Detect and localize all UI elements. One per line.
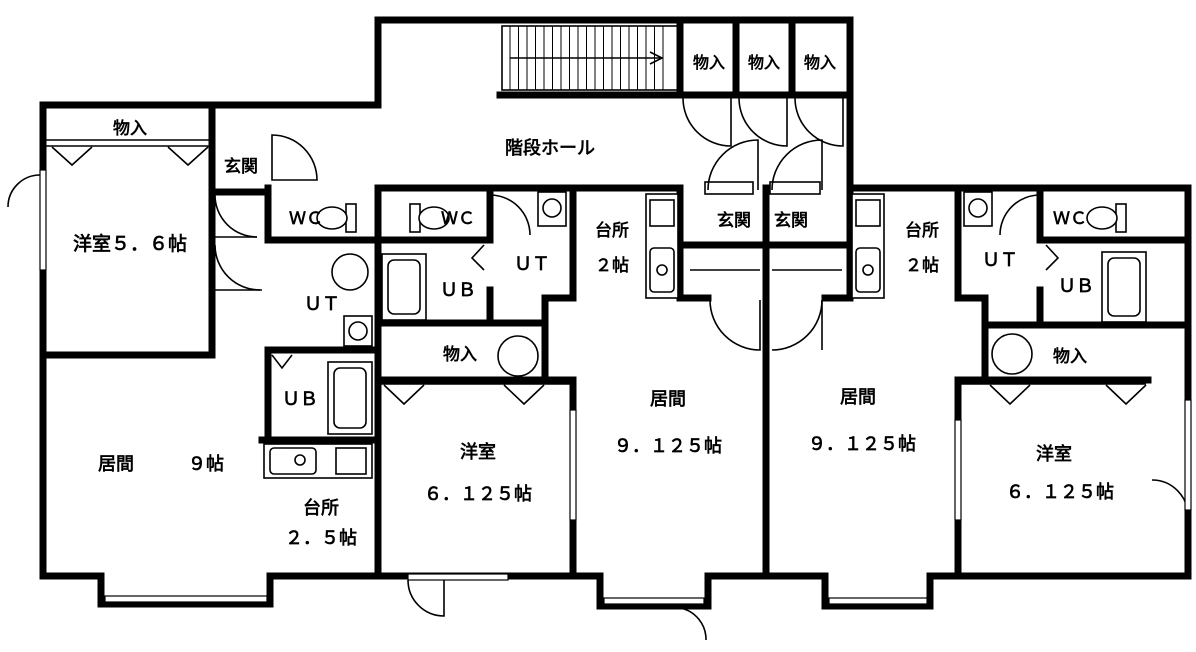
living-mid-right-label: 居間	[840, 387, 876, 408]
fixtures	[263, 191, 1147, 479]
ub-mid-left-label: ＵＢ	[440, 280, 476, 301]
windows	[39, 169, 1192, 605]
store-top-3-label: 物入	[804, 53, 836, 72]
toilet-left	[316, 203, 357, 233]
living-left-label: 居間	[98, 454, 134, 475]
kitchen-mid-right-label: 台所	[905, 220, 939, 241]
doors	[7, 97, 1189, 641]
living-left-size: ９帖	[188, 453, 224, 475]
room-labels: 物入 洋室５．６帖 玄関 ＷＣ ＵＴ ＵＢ 居間 ９帖 台所 ２．５帖 階段ホー…	[73, 53, 1114, 549]
entry-left-label: 玄関	[224, 156, 258, 177]
store-top-2-label: 物入	[748, 53, 780, 72]
western-right-size: ６．１２５帖	[1006, 481, 1114, 503]
ub-mid-right-label: ＵＢ	[1058, 276, 1094, 297]
ut-mid-left-label: ＵＴ	[514, 254, 550, 275]
living-mid-left-label: 居間	[650, 389, 686, 410]
wc-mid-left-label: ＷＣ	[441, 209, 475, 229]
entry-mid-right-label: 玄関	[774, 210, 808, 231]
wc-left-label: ＷＣ	[289, 209, 323, 229]
closet-lines	[45, 139, 1147, 406]
entry-mid-left-label: 玄関	[717, 210, 751, 231]
ut-left-label: ＵＴ	[304, 294, 340, 315]
ub-left-label: ＵＢ	[282, 389, 318, 410]
western-left-label: 洋室５．６帖	[73, 232, 187, 255]
toilet-mid-left	[409, 203, 450, 233]
kitchen-mid-right-size: ２帖	[905, 255, 939, 276]
kitchen-mid-left-label: 台所	[595, 220, 629, 241]
stairs	[501, 25, 679, 91]
toilet-mid-right	[1086, 203, 1127, 233]
store-left-label: 物入	[113, 118, 147, 139]
western-mid-left-size: ６．１２５帖	[424, 483, 532, 505]
store-mid-left-label: 物入	[443, 344, 477, 365]
living-mid-left-size: ９．１２５帖	[614, 435, 722, 457]
western-mid-left-label: 洋室	[460, 441, 496, 463]
interior-walls	[39, 16, 1192, 580]
wc-mid-right-label: ＷＣ	[1053, 209, 1087, 229]
store-mid-right-label: 物入	[1053, 346, 1087, 367]
western-right-label: 洋室	[1036, 443, 1072, 465]
kitchen-left-size: ２．５帖	[285, 527, 357, 549]
kitchen-left-label: 台所	[303, 497, 339, 519]
living-mid-right-size: ９．１２５帖	[808, 433, 916, 455]
stair-hall-label: 階段ホール	[505, 137, 595, 159]
kitchen-mid-left-size: ２帖	[595, 255, 629, 276]
ut-mid-right-label: ＵＴ	[982, 250, 1018, 271]
store-top-1-label: 物入	[693, 53, 725, 72]
